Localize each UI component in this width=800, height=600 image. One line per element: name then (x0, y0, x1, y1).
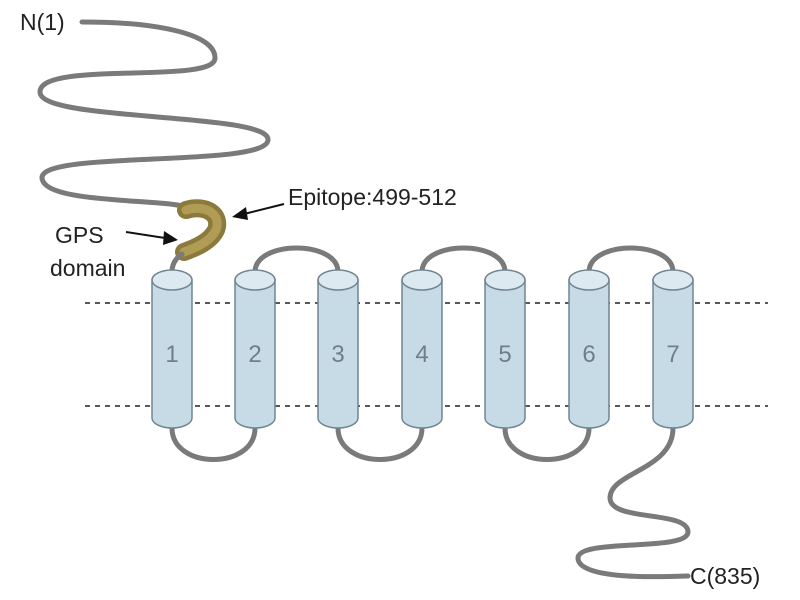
helix-2-label: 2 (248, 341, 261, 368)
helix-2: 2 (234, 269, 276, 429)
helix-4-label: 4 (415, 341, 428, 368)
helix-7: 7 (652, 269, 694, 429)
c-terminus-label: C(835) (690, 563, 760, 589)
gps-domain (175, 199, 227, 261)
helix-1-label: 1 (165, 341, 178, 368)
helix-6: 6 (568, 269, 610, 429)
intracellular-loop-3 (502, 425, 592, 462)
helix-7-label: 7 (666, 341, 679, 368)
epitope-arrow (232, 203, 285, 220)
helix-3: 3 (317, 269, 359, 429)
n-terminal-chain (37, 19, 271, 211)
extracellular-loop-3 (586, 245, 676, 275)
intracellular-loop-2 (335, 425, 425, 462)
gps-domain-label-line2: domain (50, 255, 125, 281)
extracellular-loop-2 (419, 245, 508, 275)
gps-domain-label-line1: GPS (55, 222, 104, 248)
n-terminus-label: N(1) (20, 9, 65, 35)
helix-5: 5 (484, 269, 526, 429)
gps-domain-arrow (125, 231, 178, 245)
c-terminal-tail (575, 425, 691, 580)
epitope-label: Epitope:499-512 (288, 184, 457, 210)
helix-3-label: 3 (331, 341, 344, 368)
helix-4: 4 (401, 269, 443, 429)
helix-6-label: 6 (582, 341, 595, 368)
transmembrane-helices: 1 2 3 4 5 6 7 (151, 269, 694, 429)
helix-5-label: 5 (498, 341, 511, 368)
helix-1: 1 (151, 269, 193, 429)
intracellular-loop-1 (169, 425, 258, 462)
extracellular-loop-1 (252, 245, 341, 275)
